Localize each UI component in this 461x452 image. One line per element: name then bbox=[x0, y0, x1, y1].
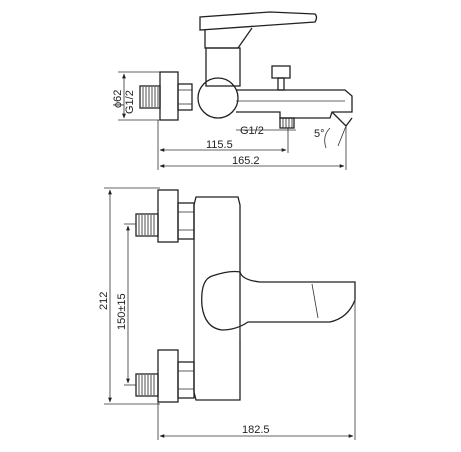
dim-thread-top: G1/2 bbox=[124, 90, 136, 114]
side-shower-outlet bbox=[279, 117, 295, 129]
dim-width-inner: 115.5 bbox=[206, 139, 233, 151]
dim-thread-bottom: G1/2 bbox=[240, 125, 264, 137]
front-hex-nut-top bbox=[177, 202, 195, 240]
side-spout-tip bbox=[331, 111, 353, 127]
front-view bbox=[135, 189, 356, 403]
side-view-dimensions: ϕ62 G1/2 G1/2 115.5 165.2 5° bbox=[112, 71, 347, 170]
side-diverter-knob bbox=[271, 65, 291, 79]
side-diverter-stem bbox=[277, 77, 285, 91]
dim-length-front: 182.5 bbox=[242, 424, 270, 436]
side-thread-lines bbox=[142, 87, 159, 107]
front-wall-plate-top bbox=[157, 189, 179, 243]
front-mixer-body bbox=[193, 196, 241, 401]
front-threaded-connector-top bbox=[135, 213, 159, 237]
front-wall-plate-bottom bbox=[157, 349, 179, 403]
dim-centers: 150±15 bbox=[116, 293, 128, 330]
side-lever-handle bbox=[199, 11, 318, 31]
dim-diameter: ϕ62 bbox=[112, 90, 124, 108]
side-mixer-body bbox=[197, 77, 239, 119]
side-hex-nut bbox=[177, 83, 193, 111]
side-wall-plate bbox=[159, 71, 179, 121]
side-cartridge-body bbox=[205, 47, 241, 87]
side-lever-neck bbox=[204, 27, 253, 49]
front-view-dimensions: 212 150±15 182.5 bbox=[98, 187, 356, 440]
dim-width-outer: 165.2 bbox=[232, 155, 260, 167]
front-lever bbox=[201, 270, 356, 331]
side-threaded-connector bbox=[139, 85, 161, 109]
dim-angle: 5° bbox=[314, 128, 325, 140]
dim-height-total: 212 bbox=[98, 292, 110, 310]
side-view bbox=[139, 11, 353, 129]
front-hex-nut-bottom bbox=[177, 361, 195, 399]
